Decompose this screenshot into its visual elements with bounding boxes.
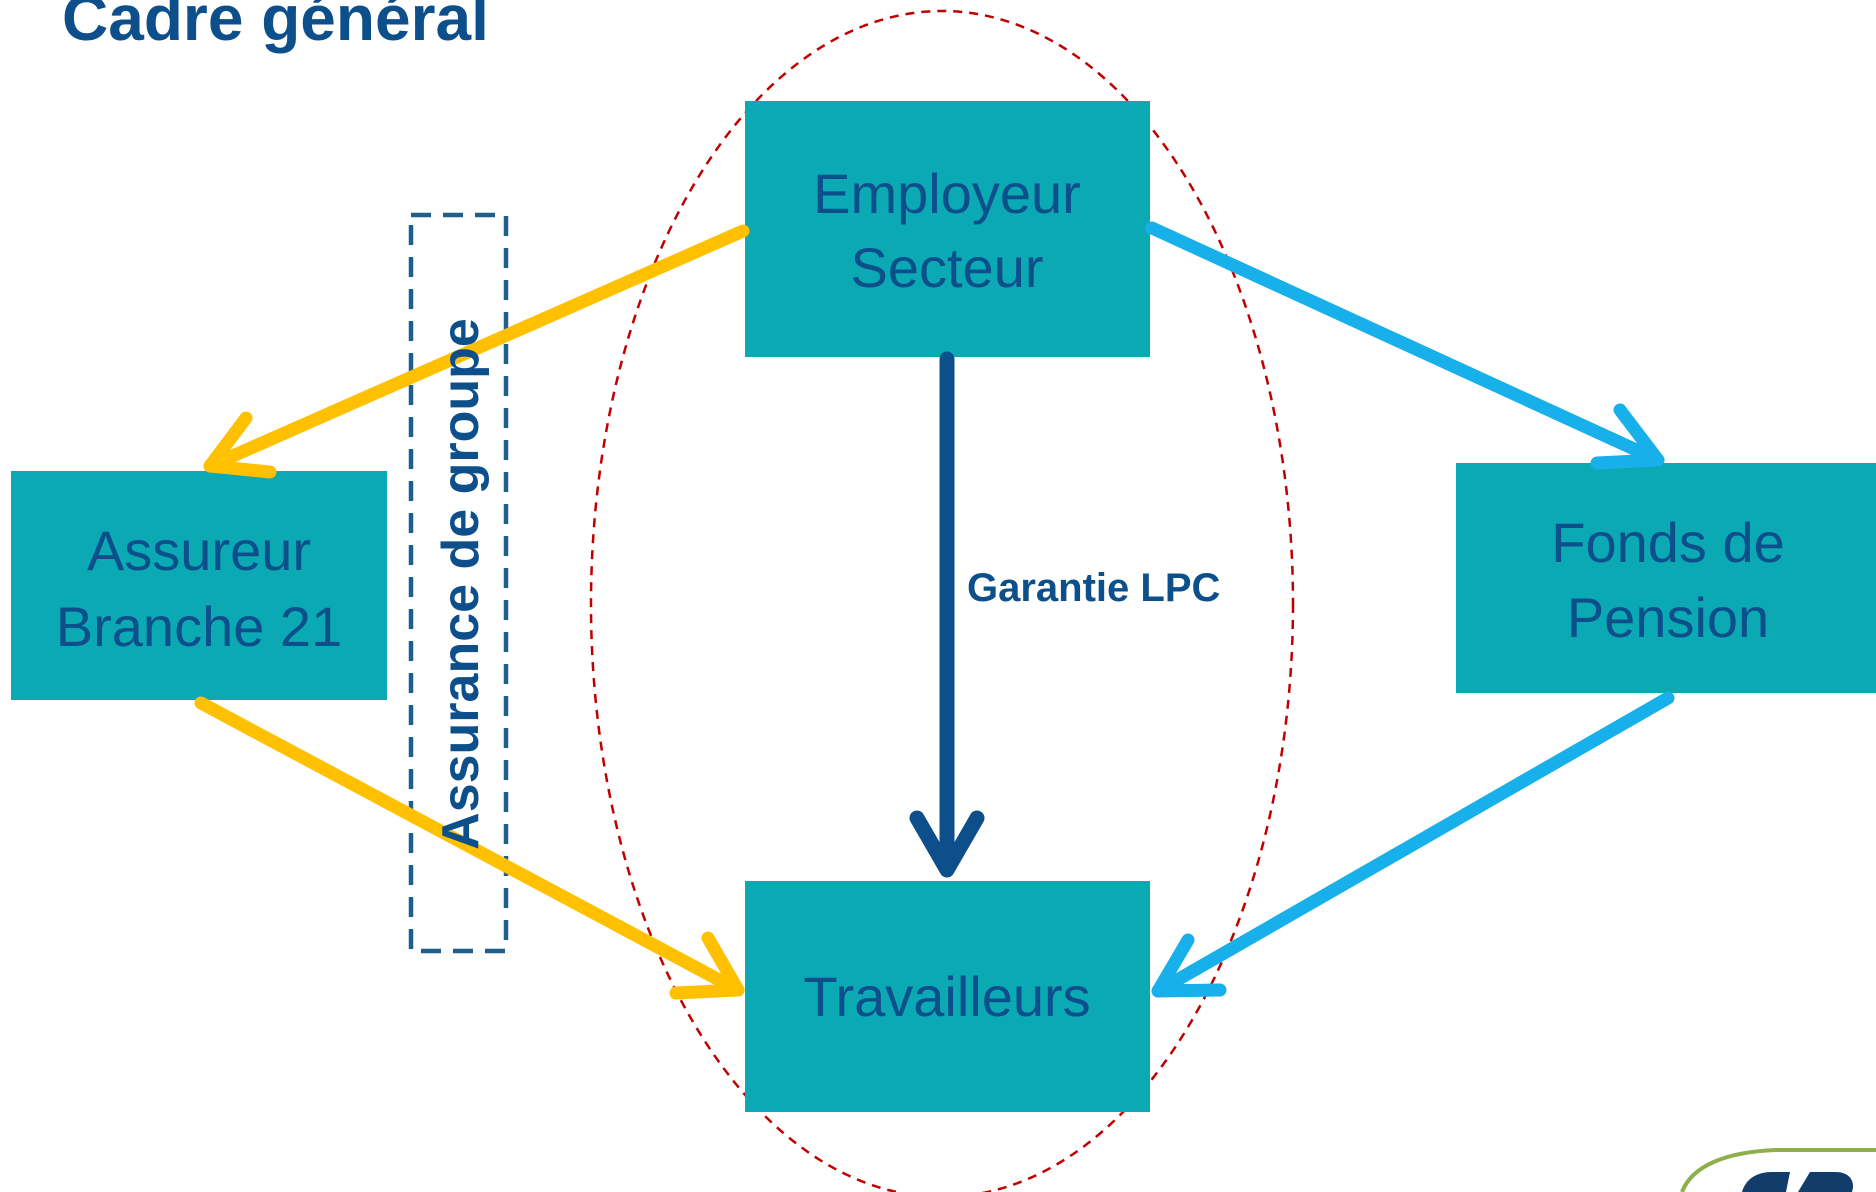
node-assureur: Assureur Branche 21 xyxy=(11,471,387,700)
group-label-assurance-de-groupe: Assurance de groupe xyxy=(432,318,490,850)
scope-ellipse xyxy=(589,9,1295,1192)
node-employeur-label-line1: Employeur xyxy=(813,162,1081,225)
arrow-employeur-to-assureur xyxy=(203,224,750,479)
node-assureur-label-line2: Branche 21 xyxy=(56,595,342,658)
node-fonds: Fonds de Pension xyxy=(1456,463,1876,693)
node-employeur: Employeur Secteur xyxy=(745,101,1150,357)
node-fonds-label-line2: Pension xyxy=(1567,586,1769,649)
logo-shape xyxy=(1742,1172,1854,1192)
arrow-employeur-to-fonds xyxy=(1145,221,1665,470)
arrow-employeur-to-travailleurs xyxy=(909,351,985,878)
node-assureur-box xyxy=(11,471,387,700)
node-travailleurs: Travailleurs xyxy=(745,881,1150,1112)
page-title: Cadre général xyxy=(62,0,489,54)
node-employeur-box xyxy=(745,101,1150,357)
node-employeur-label-line2: Secteur xyxy=(851,236,1044,299)
logo-partial xyxy=(1680,1148,1876,1192)
arrow-assureur-to-travailleurs xyxy=(194,696,745,1000)
node-fonds-box xyxy=(1456,463,1876,693)
arrow-fonds-to-travailleurs xyxy=(1151,691,1675,998)
group-frame xyxy=(408,212,509,954)
node-assureur-label-line1: Assureur xyxy=(87,519,311,582)
node-travailleurs-label: Travailleurs xyxy=(803,965,1090,1028)
logo-arc xyxy=(1680,1148,1876,1192)
node-fonds-label-line1: Fonds de xyxy=(1551,511,1785,574)
node-travailleurs-box xyxy=(745,881,1150,1112)
edge-label-garantie-lpc: Garantie LPC xyxy=(967,566,1220,610)
